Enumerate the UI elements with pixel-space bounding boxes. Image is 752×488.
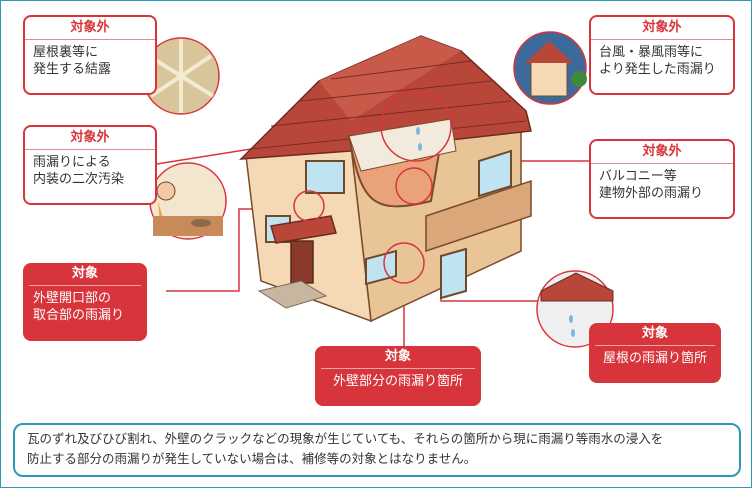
callout-wall-leak: 対象 外壁部分の雨漏り箇所 (315, 346, 481, 406)
callout-interior-stain: 対象外 雨漏りによる 内装の二次汚染 (23, 125, 157, 205)
callout-tag: 対象外 (591, 17, 733, 40)
callout-line: 取合部の雨漏り (33, 307, 137, 324)
callout-tag: 対象外 (25, 17, 155, 40)
callout-line: 台風・暴風雨等に (599, 44, 725, 61)
callout-line: 内装の二次汚染 (33, 171, 147, 188)
callout-line: より発生した雨漏り (599, 61, 725, 78)
front-door (291, 241, 313, 283)
callout-line: 屋根裏等に (33, 44, 147, 61)
note-line: 防止する部分の雨漏りが発生していない場合は、補修等の対象とはなりません。 (27, 449, 727, 469)
callout-balcony-leak: 対象外 バルコニー等 建物外部の雨漏り (589, 139, 735, 219)
callout-line: 外壁開口部の (33, 290, 137, 307)
callout-roof-leak: 対象 屋根の雨漏り箇所 (589, 323, 721, 383)
callout-line: 建物外部の雨漏り (599, 185, 725, 202)
callout-tag: 対象外 (25, 127, 155, 150)
window-side (441, 249, 466, 298)
callout-tag: 対象 (29, 263, 141, 286)
disclaimer-note: 瓦のずれ及びひび割れ、外壁のクラックなどの現象が生じていても、それらの箇所から現… (13, 423, 741, 477)
callout-line: 雨漏りによる (33, 154, 147, 171)
callout-roof-condensation: 対象外 屋根裏等に 発生する結露 (23, 15, 157, 95)
callout-line: 発生する結露 (33, 61, 147, 78)
vignette-interior-stain (150, 163, 226, 239)
callout-line: バルコニー等 (599, 168, 725, 185)
callout-line: 屋根の雨漏り箇所 (599, 350, 711, 367)
vignette-storm-house (514, 32, 587, 104)
callout-tag: 対象 (321, 346, 475, 369)
callout-tag: 対象 (595, 323, 715, 346)
window-upper (306, 161, 344, 193)
callout-typhoon-leak: 対象外 台風・暴風雨等に より発生した雨漏り (589, 15, 735, 95)
callout-opening-leak: 対象 外壁開口部の 取合部の雨漏り (23, 263, 147, 341)
note-line: 瓦のずれ及びひび割れ、外壁のクラックなどの現象が生じていても、それらの箇所から現… (27, 429, 727, 449)
callout-tag: 対象外 (591, 141, 733, 164)
callout-line: 外壁部分の雨漏り箇所 (325, 373, 471, 390)
